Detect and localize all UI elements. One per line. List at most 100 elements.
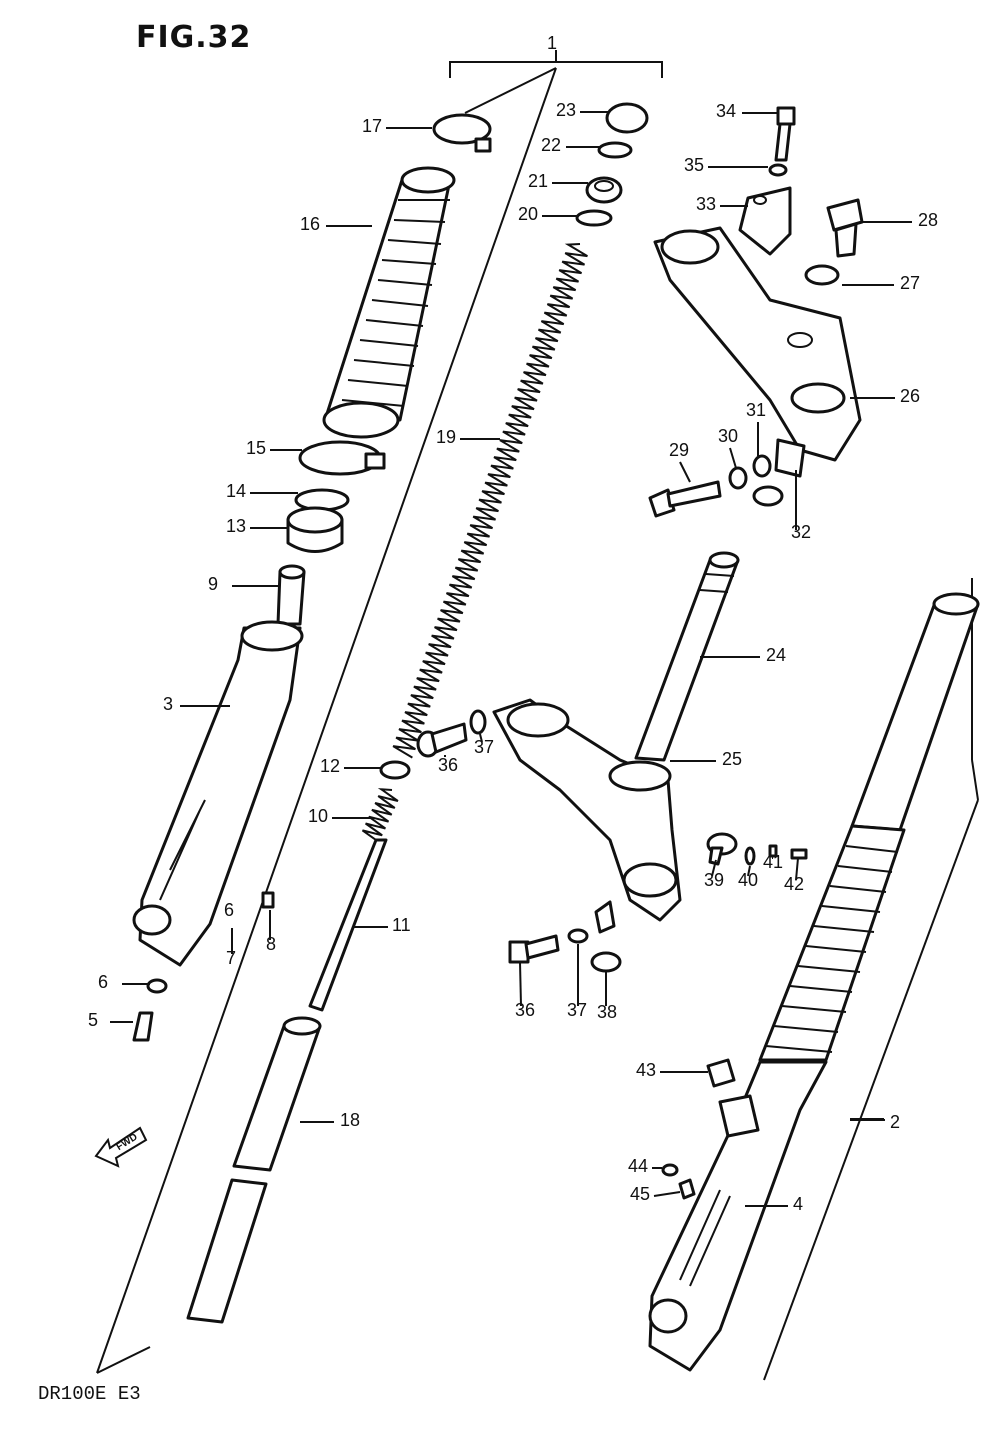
part-20-o-ring — [575, 209, 613, 227]
callout-29: 29 — [669, 440, 689, 460]
part-9-damper-rod-tube — [276, 564, 306, 626]
callout-37: 37 — [474, 737, 494, 757]
part-34-bolt — [774, 106, 796, 162]
part-23-cap — [605, 102, 649, 134]
callout-leader-36 — [519, 961, 522, 1007]
callout-41: 41 — [763, 852, 783, 872]
fwd-arrow-icon: FWD — [94, 1126, 148, 1168]
part-41-screw — [768, 844, 778, 858]
callout-21: 21 — [528, 171, 548, 191]
part-26-upper-bracket — [653, 226, 862, 462]
part-27-washer — [804, 264, 840, 286]
part-12-ring — [379, 760, 411, 780]
callout-1: 1 — [547, 33, 557, 53]
part-39-clip — [706, 832, 738, 866]
callout-33: 33 — [696, 194, 716, 214]
callout-43: 43 — [636, 1060, 656, 1080]
callout-leader-40 — [747, 865, 751, 877]
part-6-washer — [146, 978, 168, 994]
part-5-bolt — [132, 1011, 154, 1042]
part-22-circlip — [597, 141, 633, 159]
callout-31: 31 — [746, 400, 766, 420]
callout-30: 30 — [718, 426, 738, 446]
part-45-bolt — [678, 1178, 696, 1200]
part-32-clamp — [752, 438, 806, 507]
callout-14: 14 — [226, 481, 246, 501]
part-15-hose-clamp — [298, 440, 386, 476]
callout-15: 15 — [246, 438, 266, 458]
part-18-inner-tube — [186, 1016, 322, 1324]
part-40-o-ring — [744, 846, 756, 866]
part-11-damper-rod — [308, 838, 388, 1012]
callout-35: 35 — [684, 155, 704, 175]
part-31-washer — [752, 454, 772, 478]
callout-7: 7 — [226, 948, 236, 968]
callout-leader-42 — [795, 857, 799, 881]
callout-9: 9 — [208, 574, 218, 594]
callout-3: 3 — [163, 694, 173, 714]
part-42-screw — [790, 848, 808, 860]
callout-13: 13 — [226, 516, 246, 536]
part-36-bolt-upper — [416, 722, 468, 758]
model-code: DR100E E3 — [38, 1383, 141, 1405]
callout-40: 40 — [738, 870, 758, 890]
part-33-handlebar-holder — [738, 186, 792, 256]
callout-36: 36 — [515, 1000, 535, 1020]
part-10-rebound-spring — [361, 788, 399, 844]
callout-32: 32 — [791, 522, 811, 542]
callout-10: 10 — [308, 806, 328, 826]
part-3-left-outer-tube — [132, 620, 304, 967]
callout-45: 45 — [630, 1184, 650, 1204]
callout-19: 19 — [436, 427, 456, 447]
figure-title: FIG.32 — [136, 20, 252, 55]
callout-leader-29 — [679, 461, 691, 483]
callout-36: 36 — [438, 755, 458, 775]
part-44-washer — [661, 1163, 679, 1177]
part-28-bolt — [826, 198, 864, 258]
callout-labels: 1234566789101112131415161718192021222324… — [88, 33, 938, 1214]
part-29-bolt — [648, 480, 722, 518]
callout-42: 42 — [784, 874, 804, 894]
callout-18: 18 — [340, 1110, 360, 1130]
callout-23: 23 — [556, 100, 576, 120]
part-21-cap-bolt — [585, 176, 623, 204]
callout-16: 16 — [300, 214, 320, 234]
callout-26: 26 — [900, 386, 920, 406]
part-37-washer-upper — [469, 709, 487, 735]
part-30-washer — [728, 466, 748, 490]
part-43-clamp — [706, 1058, 736, 1088]
part-4-right-outer-tube — [648, 1060, 828, 1372]
callout-17: 17 — [362, 116, 382, 136]
callout-27: 27 — [900, 273, 920, 293]
callout-37: 37 — [567, 1000, 587, 1020]
part-24-steering-stem — [634, 551, 740, 762]
callout-44: 44 — [628, 1156, 648, 1176]
callout-leader-37 — [479, 733, 483, 743]
callout-22: 22 — [541, 135, 561, 155]
part-13-oil-seal — [286, 506, 344, 553]
callout-28: 28 — [918, 210, 938, 230]
callout-5: 5 — [88, 1010, 98, 1030]
callout-leader-30 — [729, 447, 737, 469]
callout-leader-45 — [653, 1191, 681, 1197]
callout-25: 25 — [722, 749, 742, 769]
callout-24: 24 — [766, 645, 786, 665]
part-8-bolt — [261, 891, 275, 909]
callout-38: 38 — [597, 1002, 617, 1022]
callout-34: 34 — [716, 101, 736, 121]
part-35-washer — [768, 163, 788, 177]
callout-6: 6 — [98, 972, 108, 992]
callout-12: 12 — [320, 756, 340, 776]
part-38-clamp — [590, 900, 622, 973]
callout-8: 8 — [266, 934, 276, 954]
part-36-bolt-lower — [508, 934, 560, 964]
callout-39: 39 — [704, 870, 724, 890]
part-19-fork-spring — [392, 243, 588, 759]
part-2-right-fork-assembly — [758, 592, 980, 1062]
callout-4: 4 — [793, 1194, 803, 1214]
assembly-bracket — [96, 50, 979, 1381]
callout-6: 6 — [224, 900, 234, 920]
part-17-hose-clamp — [432, 113, 492, 153]
callout-2: 2 — [890, 1112, 900, 1132]
